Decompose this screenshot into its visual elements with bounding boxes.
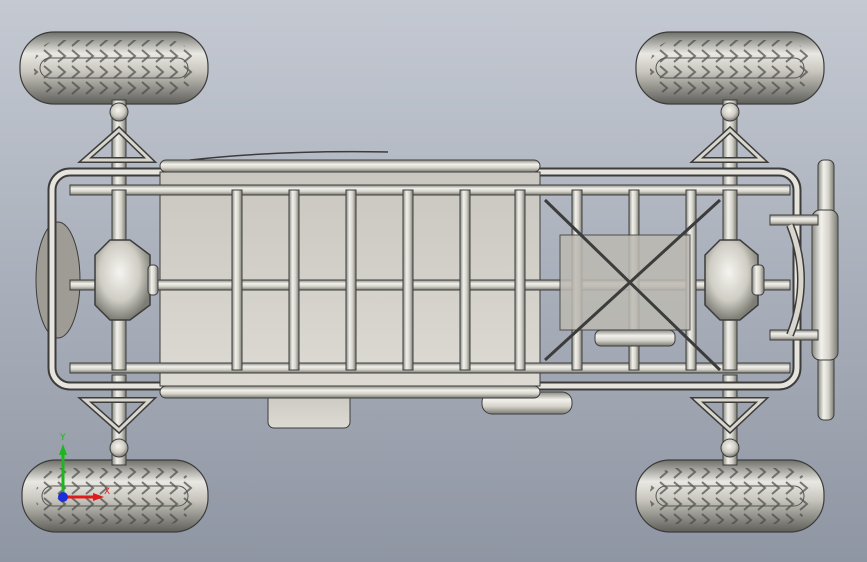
suspension-left-rear[interactable]: [77, 374, 158, 466]
cross-tube-bottom: [69, 362, 791, 374]
rear-bumper[interactable]: [769, 159, 839, 421]
coordinate-triad[interactable]: [58, 444, 104, 502]
tire-front-right[interactable]: [635, 31, 825, 105]
suspension-right-rear[interactable]: [689, 374, 770, 466]
tire-front-left[interactable]: [19, 31, 209, 105]
triad-x-label: X: [104, 487, 111, 497]
drive-shaft[interactable]: [69, 279, 791, 291]
differential-rear[interactable]: [704, 239, 765, 321]
triad-y-label: Y: [60, 433, 66, 443]
triad-y-arrowhead: [59, 444, 67, 455]
engine-block[interactable]: [543, 198, 722, 372]
tire-rear-left[interactable]: [21, 459, 209, 533]
cross-tube-top: [69, 184, 791, 196]
cable-top: [189, 150, 389, 161]
differential-front[interactable]: [94, 239, 159, 321]
triad-x-arrowhead: [93, 493, 104, 501]
tire-rear-right[interactable]: [635, 459, 825, 533]
triad-z-axis: [58, 492, 68, 502]
